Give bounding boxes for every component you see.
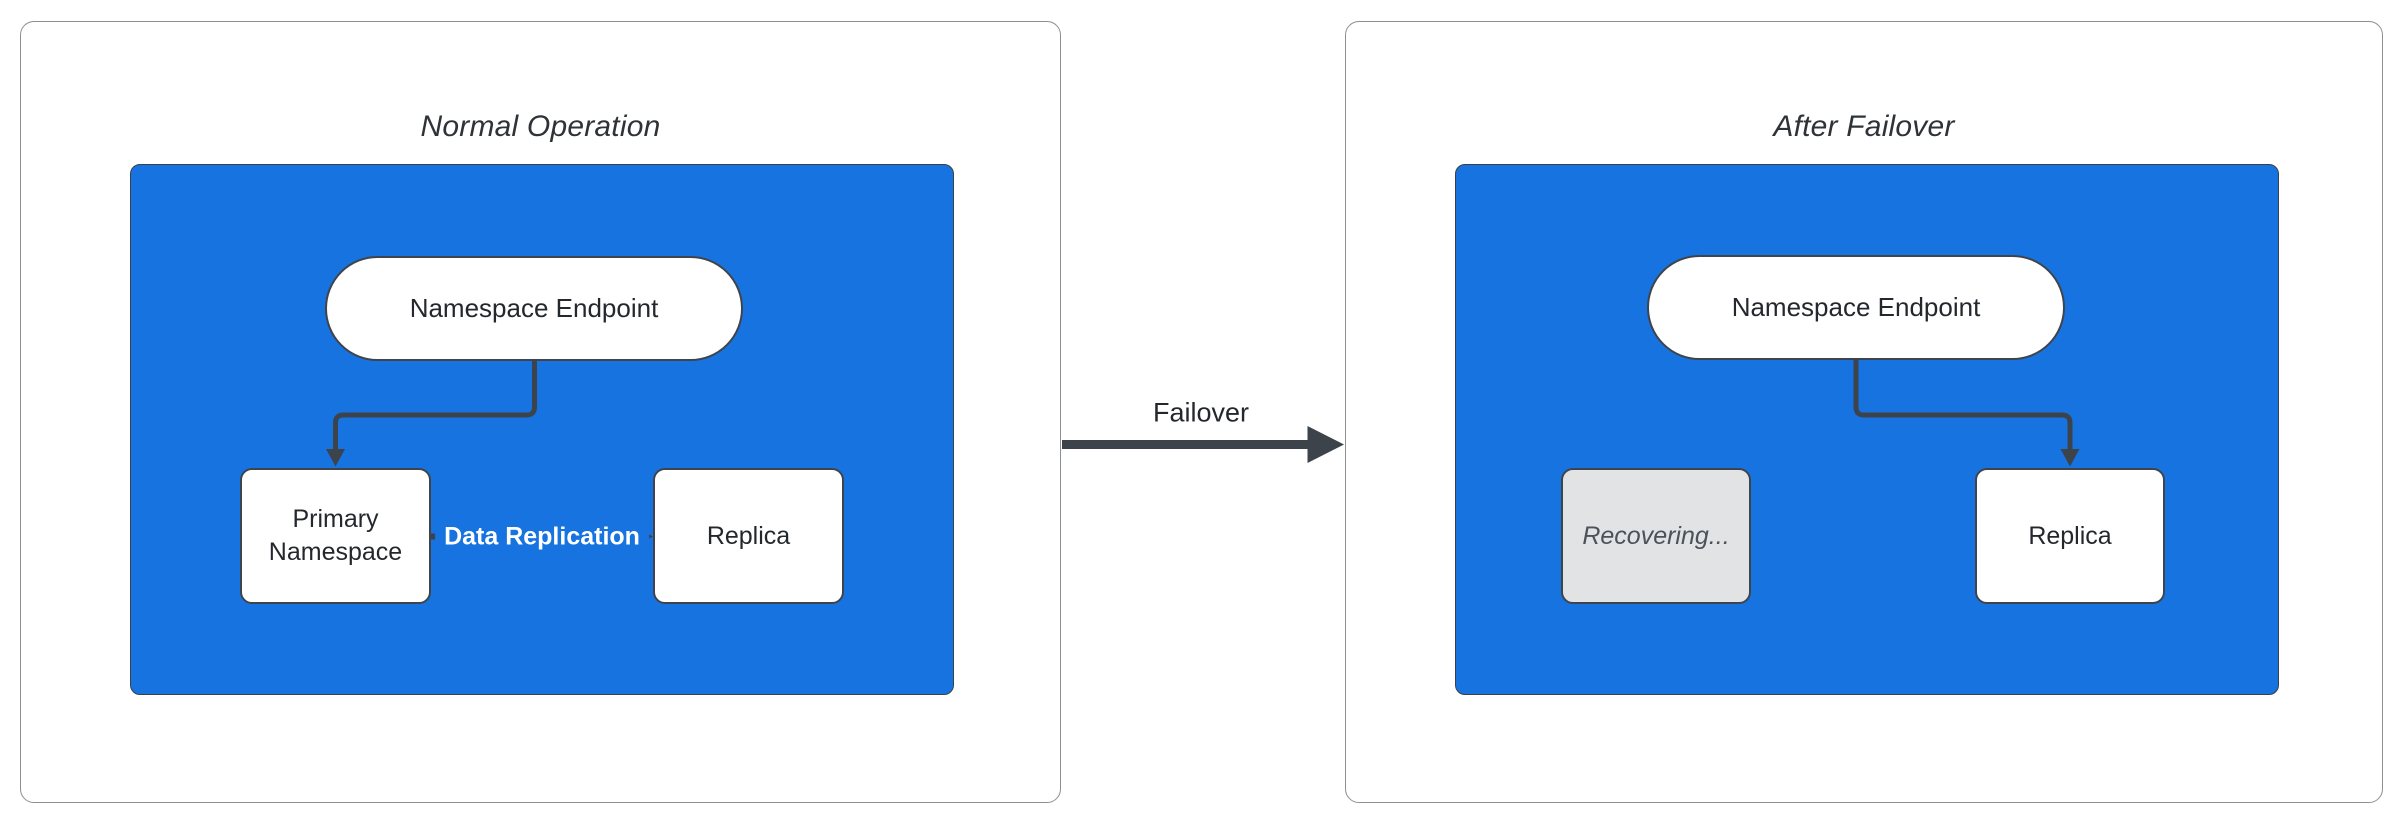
namespace-endpoint-node-failover: Namespace Endpoint	[1647, 255, 2065, 360]
normal-operation-title: Normal Operation	[420, 110, 661, 143]
namespace-endpoint-label: Namespace Endpoint	[409, 293, 659, 324]
failover-cluster-container	[1455, 164, 2279, 695]
primary-namespace-node: Primary Namespace	[240, 468, 431, 604]
normal-cluster-container	[130, 164, 954, 695]
data-replication-label: Data Replication	[435, 520, 649, 554]
failover-label: Failover	[1152, 397, 1250, 428]
failover-arrow	[1062, 426, 1344, 463]
recovering-node: Recovering...	[1561, 468, 1751, 604]
replica-label-normal: Replica	[706, 521, 791, 550]
after-failover-title: After Failover	[1773, 110, 1955, 143]
namespace-endpoint-label-failover: Namespace Endpoint	[1731, 292, 1981, 323]
after-failover-panel: After Failover	[1345, 21, 2383, 803]
replica-node-failover: Replica	[1975, 468, 2165, 604]
recovering-label: Recovering...	[1582, 521, 1730, 550]
primary-namespace-label: Primary Namespace	[268, 505, 403, 566]
replica-label-failover: Replica	[2028, 521, 2112, 550]
normal-operation-panel: Normal Operation	[20, 21, 1061, 803]
replica-node-normal: Replica	[653, 468, 844, 604]
namespace-endpoint-node: Namespace Endpoint	[325, 256, 743, 361]
